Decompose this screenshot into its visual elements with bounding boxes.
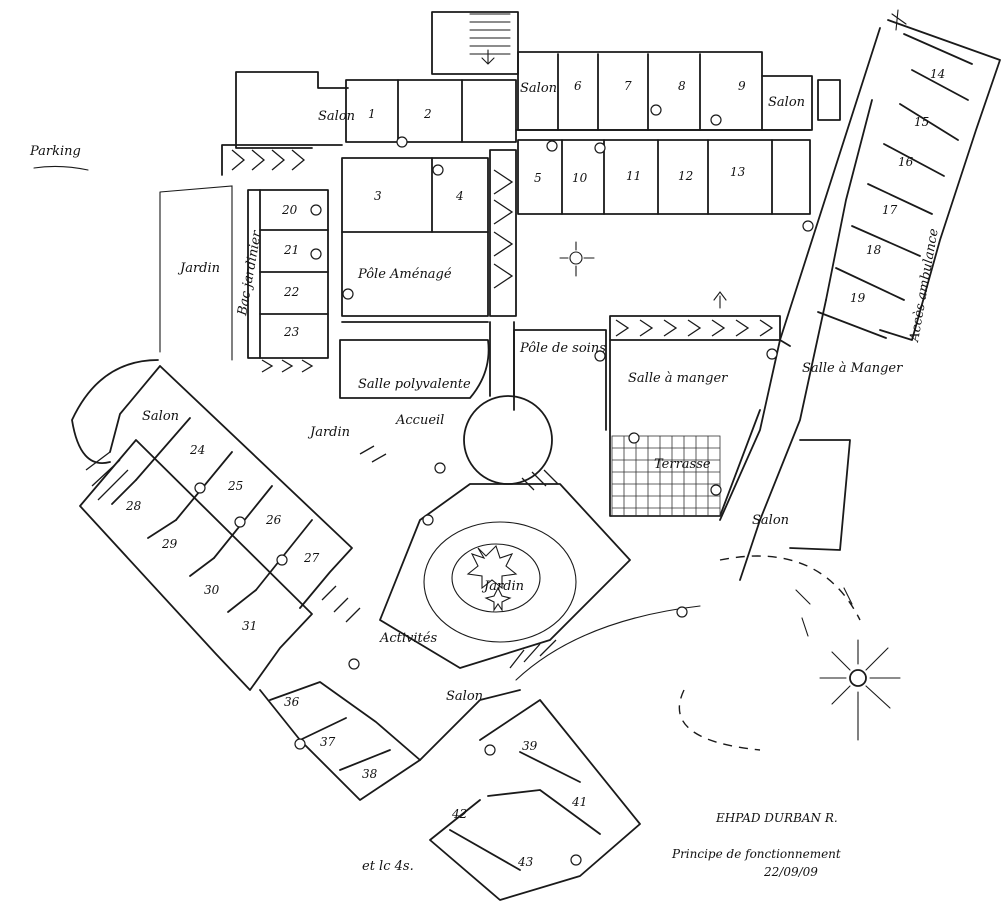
- room-29: 29: [161, 537, 178, 551]
- room-6: 6: [574, 79, 582, 93]
- room-19: 19: [850, 291, 866, 305]
- room-26: 26: [265, 513, 282, 527]
- room-5: 5: [534, 171, 542, 185]
- room-23: 23: [283, 325, 300, 339]
- room-28: 28: [125, 499, 142, 513]
- room-7: 7: [624, 79, 632, 93]
- room-42: 42: [451, 807, 467, 821]
- room-38: 38: [362, 767, 378, 781]
- room-24: 24: [189, 443, 205, 457]
- salon-north-right: Salon: [768, 95, 805, 110]
- room-17: 17: [882, 203, 898, 217]
- room-4: 4: [455, 189, 464, 203]
- acces-ambulance: Accès ambulance: [907, 227, 942, 344]
- central-block: [341, 149, 517, 317]
- terrasse-grid: [611, 435, 721, 517]
- hatched-corridors: [321, 445, 559, 669]
- stair-tower: [431, 11, 519, 75]
- room-10: 10: [572, 171, 588, 185]
- activites: Activités: [379, 631, 437, 646]
- south-wing: [259, 605, 701, 901]
- pole-amenage: Pôle Aménagé: [357, 267, 452, 282]
- room-20: 20: [281, 203, 298, 217]
- salle-polyvalente: Salle polyvalente: [358, 377, 471, 392]
- jardin-southwest: Jardin: [307, 425, 350, 440]
- room-12: 12: [678, 169, 693, 183]
- accueil: Accueil: [395, 413, 444, 428]
- et-lc: et lc 4s.: [362, 859, 414, 874]
- room-36: 36: [284, 695, 300, 709]
- salle-polyvalente-block: [339, 321, 490, 399]
- southwest-wing: [71, 359, 353, 691]
- title-line1: EHPAD DURBAN R.: [715, 811, 838, 825]
- north-wing: [235, 51, 841, 215]
- room-27: 27: [303, 551, 320, 565]
- room-31: 31: [242, 619, 257, 633]
- salle-a-manger: Salle à manger: [628, 371, 728, 386]
- room-9: 9: [738, 79, 746, 93]
- pole-de-soins: Pôle de soins: [519, 341, 606, 356]
- salon-east: Salon: [752, 513, 789, 528]
- room-21: 21: [283, 243, 299, 257]
- room-2: 2: [423, 107, 432, 121]
- room-37: 37: [320, 735, 336, 749]
- west-wing: [159, 144, 343, 373]
- east-wing: [719, 19, 1001, 581]
- room-41: 41: [571, 795, 587, 809]
- parking-label: Parking: [29, 144, 81, 159]
- central-garden: [379, 483, 631, 669]
- sun-orientation-symbol: [559, 241, 901, 751]
- room-3: 3: [374, 189, 382, 203]
- room-39: 39: [522, 739, 538, 753]
- room-15: 15: [914, 115, 929, 129]
- terrasse: Terrasse: [654, 457, 711, 472]
- room-25: 25: [227, 479, 243, 493]
- room-11: 11: [626, 169, 641, 183]
- ambulance-arrow: [891, 9, 907, 31]
- room-13: 13: [730, 165, 746, 179]
- room-22: 22: [283, 285, 299, 299]
- parking-underline: [33, 165, 89, 171]
- door-markers: [194, 104, 814, 866]
- title-line2: Principe de fonctionnement: [671, 847, 841, 861]
- jardin-central: Jardin: [481, 579, 524, 594]
- room-30: 30: [204, 583, 220, 597]
- jardin-west: Jardin: [177, 261, 220, 276]
- room-8: 8: [678, 79, 686, 93]
- room-14: 14: [930, 67, 945, 81]
- room-16: 16: [898, 155, 914, 169]
- salon-north-mid: Salon: [520, 81, 557, 96]
- salon-south: Salon: [446, 689, 483, 704]
- salon-southwest: Salon: [142, 409, 179, 424]
- room-18: 18: [866, 243, 882, 257]
- title-date: 22/09/09: [763, 865, 818, 879]
- salle-a-manger-east: Salle à Manger: [802, 361, 903, 376]
- dining-block: [513, 291, 781, 517]
- salon-north-left: Salon: [318, 109, 355, 124]
- room-43: 43: [517, 855, 534, 869]
- room-1: 1: [368, 107, 376, 121]
